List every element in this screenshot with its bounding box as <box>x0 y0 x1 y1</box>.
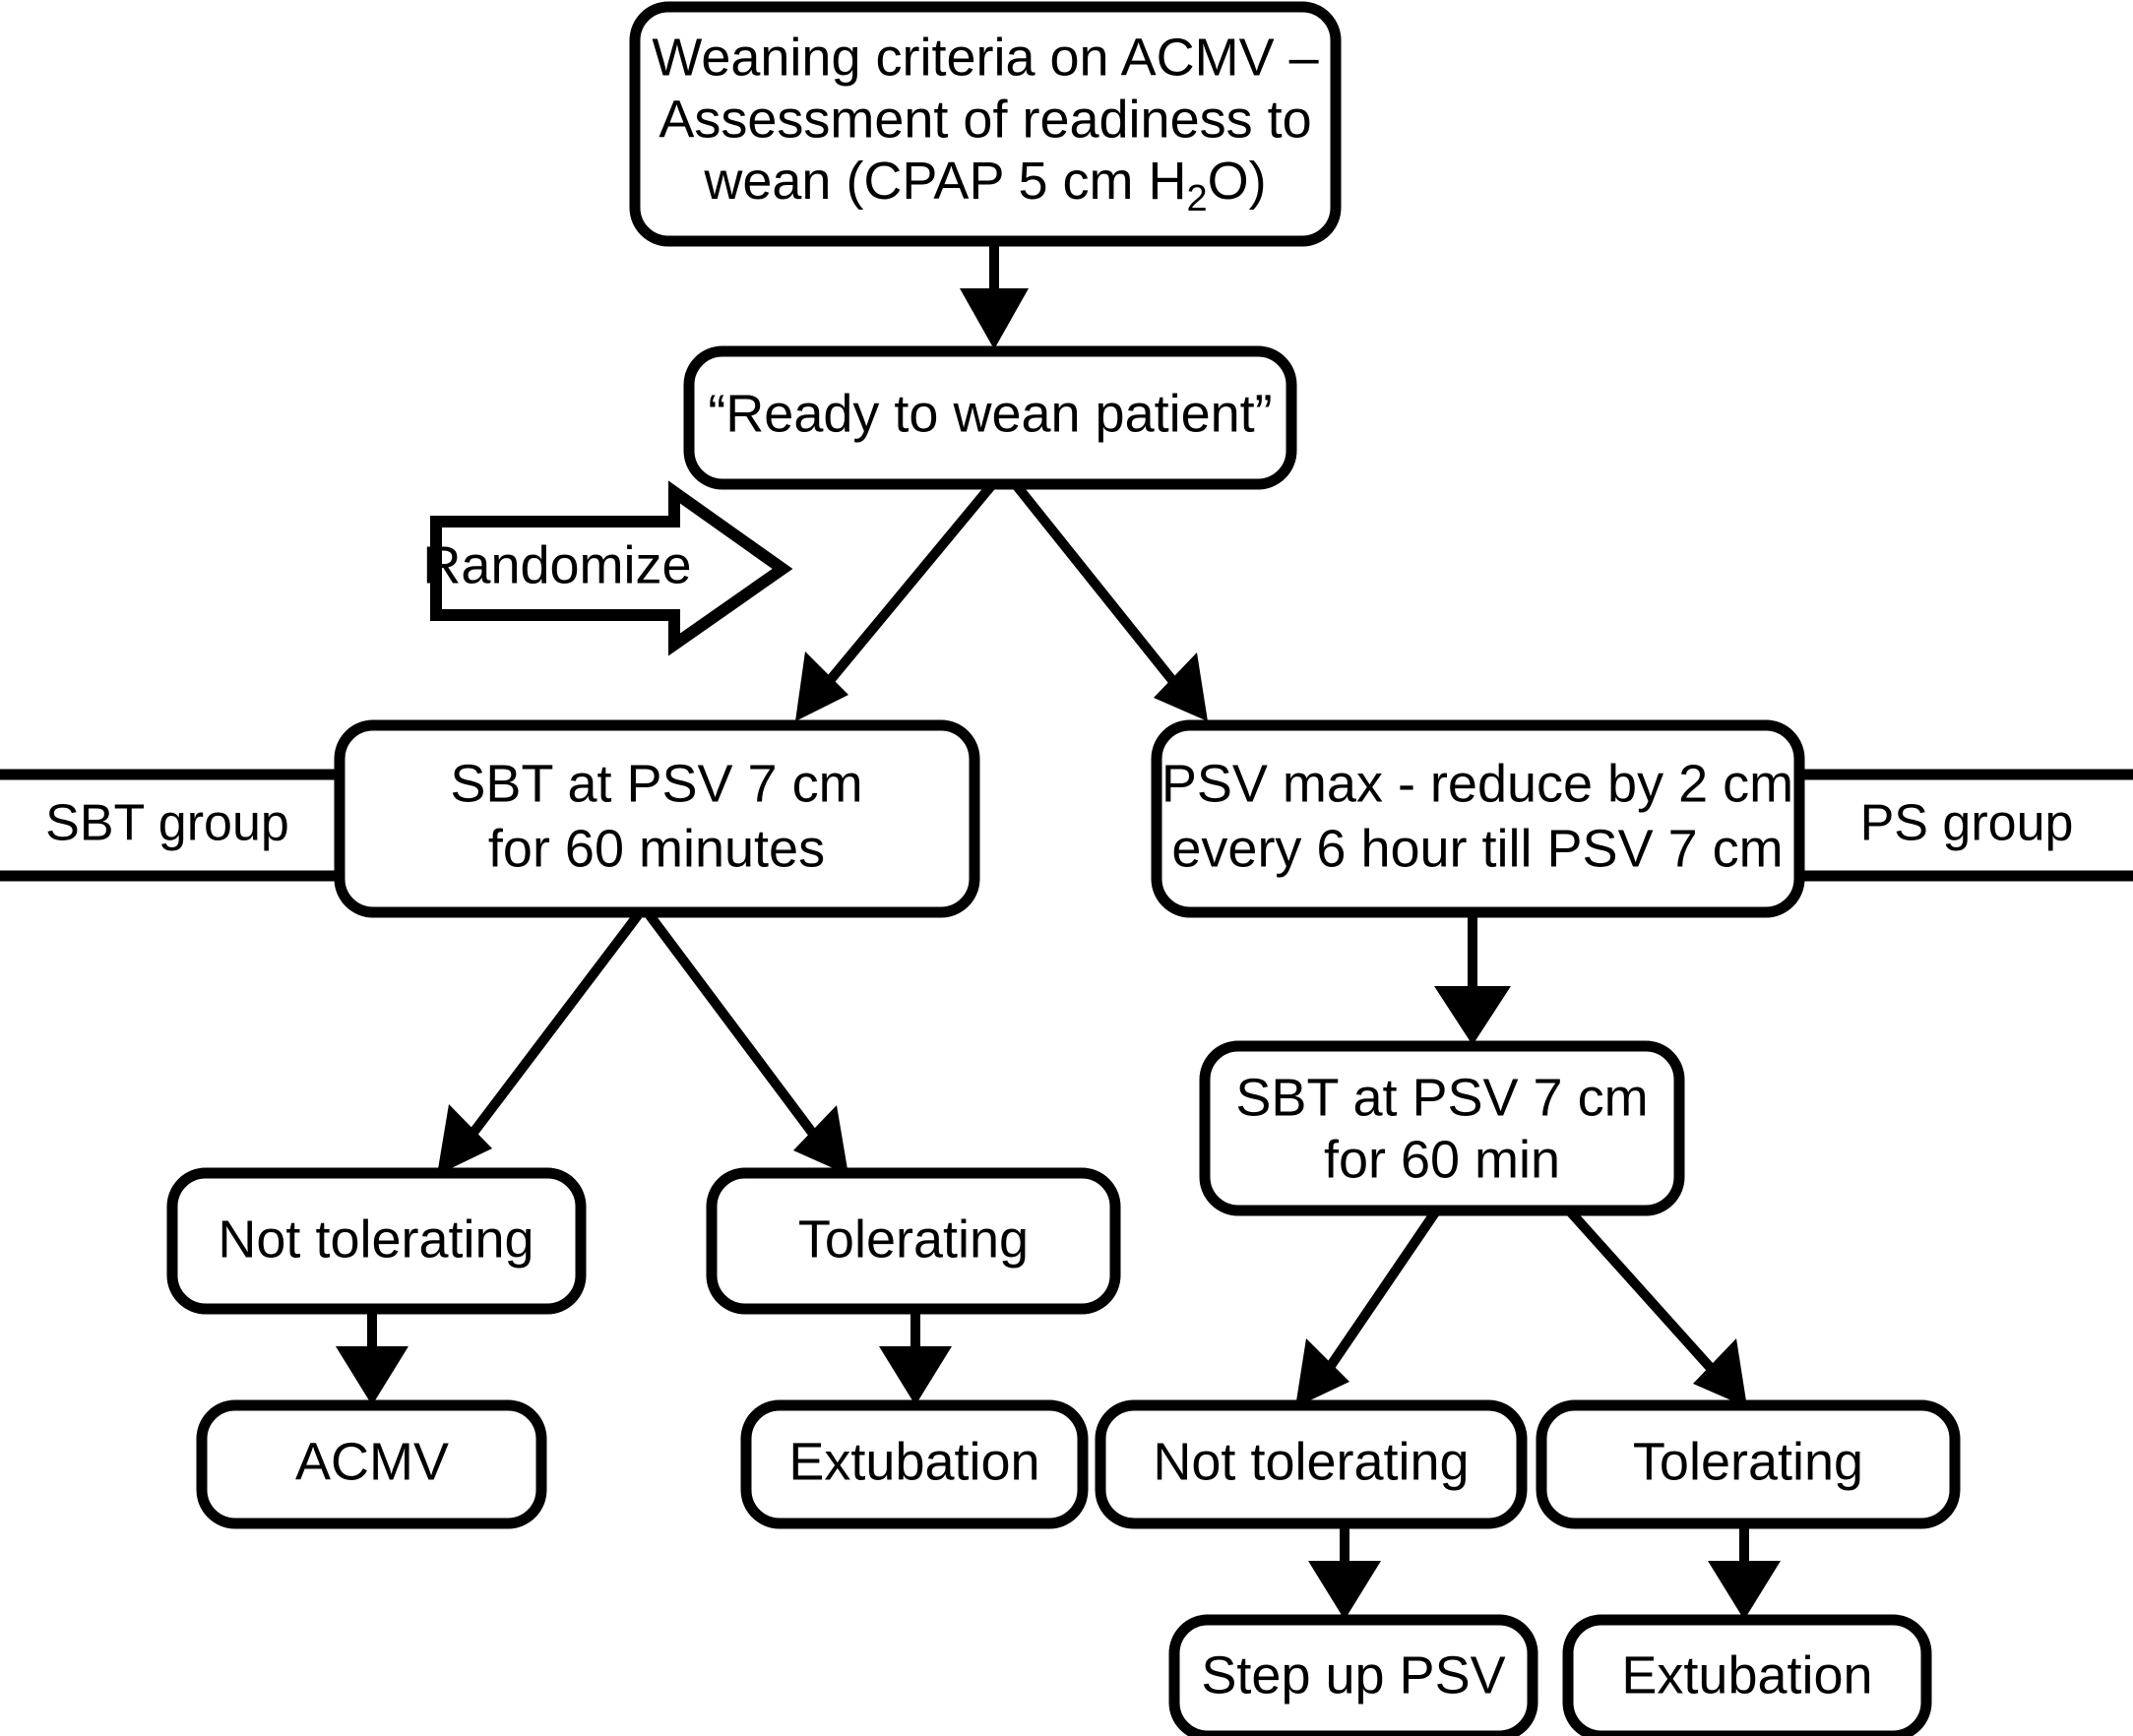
arrowhead-icon <box>879 1346 952 1405</box>
edge-sbtright-to-not-tolerating <box>1295 1209 1440 1407</box>
randomize-label: Randomize <box>422 535 691 594</box>
node-acmv[interactable]: ACMV <box>196 1399 547 1529</box>
right-tolerating-label: Tolerating <box>1633 1432 1863 1491</box>
node-ready-to-wean[interactable]: “Ready to wean patient” <box>683 345 1297 490</box>
acmv-label: ACMV <box>295 1432 449 1491</box>
right-not-tolerating-label: Not tolerating <box>1153 1432 1469 1491</box>
arrowhead-icon <box>795 651 848 721</box>
node-right-tolerating[interactable]: Tolerating <box>1536 1399 1961 1529</box>
node-ps-group-tag[interactable]: PS group <box>1783 769 2133 882</box>
edge-sbtleft-to-tolerating <box>645 912 848 1175</box>
psv-max-line2: every 6 hour till PSV 7 cm <box>1171 819 1783 878</box>
edge-sbtright-to-tolerating <box>1567 1209 1747 1407</box>
arrowhead-icon <box>1308 1561 1381 1620</box>
psv-max-line1: PSV max - reduce by 2 cm <box>1161 754 1793 813</box>
node-sbt-left[interactable]: SBT at PSV 7 cm for 60 minutes <box>334 719 980 918</box>
edge-right-not-tolerating-to-stepup <box>1308 1523 1381 1620</box>
sbt-right-line1: SBT at PSV 7 cm <box>1235 1068 1648 1127</box>
sbt-group-tag-label: SBT group <box>45 795 289 852</box>
left-not-tolerating-label: Not tolerating <box>218 1209 533 1269</box>
edge-not-tolerating-to-acmv <box>336 1309 408 1405</box>
edge-ready-to-sbt-left <box>795 478 998 721</box>
node-psv-max[interactable]: PSV max - reduce by 2 cm every 6 hour ti… <box>1151 719 1805 918</box>
arrowhead-icon <box>1693 1338 1747 1407</box>
left-tolerating-label: Tolerating <box>798 1209 1029 1269</box>
node-right-extubation[interactable]: Extubation <box>1562 1614 1932 1736</box>
arrowhead-icon <box>1154 652 1208 721</box>
edge-ready-to-psvmax <box>1010 478 1208 721</box>
right-extubation-label: Extubation <box>1621 1645 1872 1705</box>
edge-right-tolerating-to-extubation <box>1708 1523 1781 1620</box>
node-left-tolerating[interactable]: Tolerating <box>706 1167 1121 1315</box>
weaning-criteria-line3-sub: 2 <box>1187 178 1208 219</box>
arrowhead-icon <box>437 1104 492 1175</box>
sbt-left-line1: SBT at PSV 7 cm <box>450 754 862 813</box>
sbt-left-line2: for 60 minutes <box>488 819 825 878</box>
arrowhead-icon <box>1708 1561 1781 1620</box>
arrowhead-icon <box>1434 986 1511 1045</box>
arrowhead-icon <box>960 288 1029 349</box>
node-sbt-right[interactable]: SBT at PSV 7 cm for 60 min <box>1199 1040 1685 1216</box>
arrowhead-icon <box>336 1346 408 1405</box>
edge-tolerating-to-extubation <box>879 1309 952 1405</box>
node-step-up-psv[interactable]: Step up PSV <box>1168 1614 1538 1736</box>
step-up-psv-label: Step up PSV <box>1201 1645 1505 1705</box>
node-left-extubation[interactable]: Extubation <box>740 1399 1089 1529</box>
node-left-not-tolerating[interactable]: Not tolerating <box>166 1167 587 1315</box>
weaning-criteria-line3: wean (CPAP 5 cm H2O) <box>703 152 1266 219</box>
ps-group-tag-label: PS group <box>1860 795 2074 852</box>
sbt-right-line2: for 60 min <box>1324 1130 1560 1189</box>
weaning-criteria-line3-post: O) <box>1208 152 1267 211</box>
left-extubation-label: Extubation <box>788 1432 1039 1491</box>
node-right-not-tolerating[interactable]: Not tolerating <box>1095 1399 1528 1529</box>
weaning-criteria-line1: Weaning criteria on ACMV – <box>652 28 1318 87</box>
edge-sbtleft-to-not-tolerating <box>437 911 642 1175</box>
weaning-criteria-line3-pre: wean (CPAP 5 cm H <box>703 152 1186 211</box>
node-sbt-group-tag[interactable]: SBT group <box>0 769 350 882</box>
node-weaning-criteria[interactable]: Weaning criteria on ACMV – Assessment of… <box>629 1 1342 247</box>
annotation-randomize: Randomize <box>422 480 793 656</box>
edge-criteria-to-ready <box>960 244 1029 349</box>
weaning-criteria-line2: Assessment of readiness to <box>659 90 1311 149</box>
arrowhead-icon <box>793 1105 848 1175</box>
ready-to-wean-label: “Ready to wean patient” <box>708 384 1272 443</box>
edge-psvmax-to-sbtright <box>1434 913 1511 1045</box>
arrowhead-icon <box>1295 1338 1349 1407</box>
